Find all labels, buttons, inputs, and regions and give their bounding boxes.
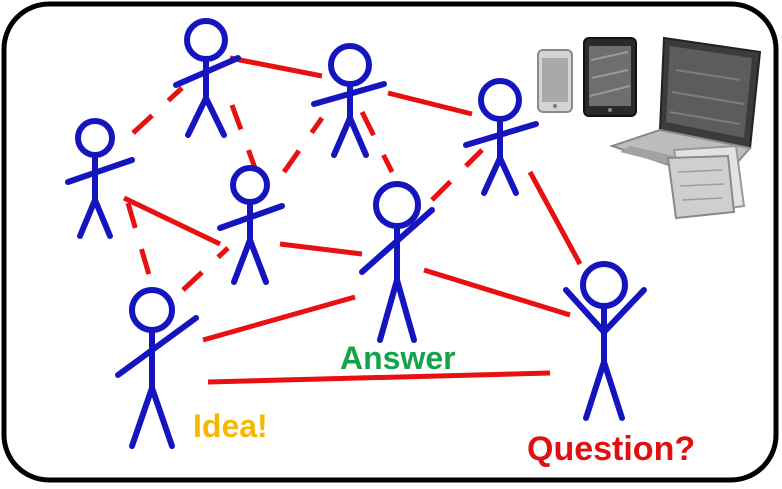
person-icon — [65, 118, 135, 239]
link-solid — [423, 267, 571, 318]
link-solid — [527, 170, 583, 266]
person-icon — [217, 165, 285, 285]
link-dashed — [430, 148, 484, 202]
idea-person-icon — [115, 287, 199, 449]
question-label: Question? — [527, 430, 696, 468]
link-dashed — [131, 86, 184, 135]
link-dashed — [181, 246, 230, 292]
answer-label: Answer — [340, 340, 456, 376]
answer-person-icon — [359, 181, 435, 343]
link-solid — [279, 241, 363, 257]
link-solid — [387, 90, 473, 117]
link-solid — [202, 294, 356, 343]
link-dashed — [125, 202, 155, 286]
link-dashed — [229, 104, 258, 169]
devices — [537, 36, 762, 220]
smartphone-icon — [537, 49, 573, 113]
people — [65, 18, 647, 449]
link-dashed — [359, 110, 395, 174]
person-icon — [311, 43, 387, 158]
connection-links — [122, 55, 583, 385]
link-dashed — [281, 116, 325, 174]
link-solid — [122, 195, 222, 247]
link-solid — [229, 55, 323, 79]
paper-documents-icon — [666, 144, 746, 220]
tablet-icon — [583, 37, 637, 117]
person-icon — [463, 78, 539, 196]
person-icon — [173, 18, 241, 138]
question-person-icon — [563, 261, 647, 421]
idea-label: Idea! — [193, 408, 268, 444]
link-solid — [207, 370, 551, 385]
